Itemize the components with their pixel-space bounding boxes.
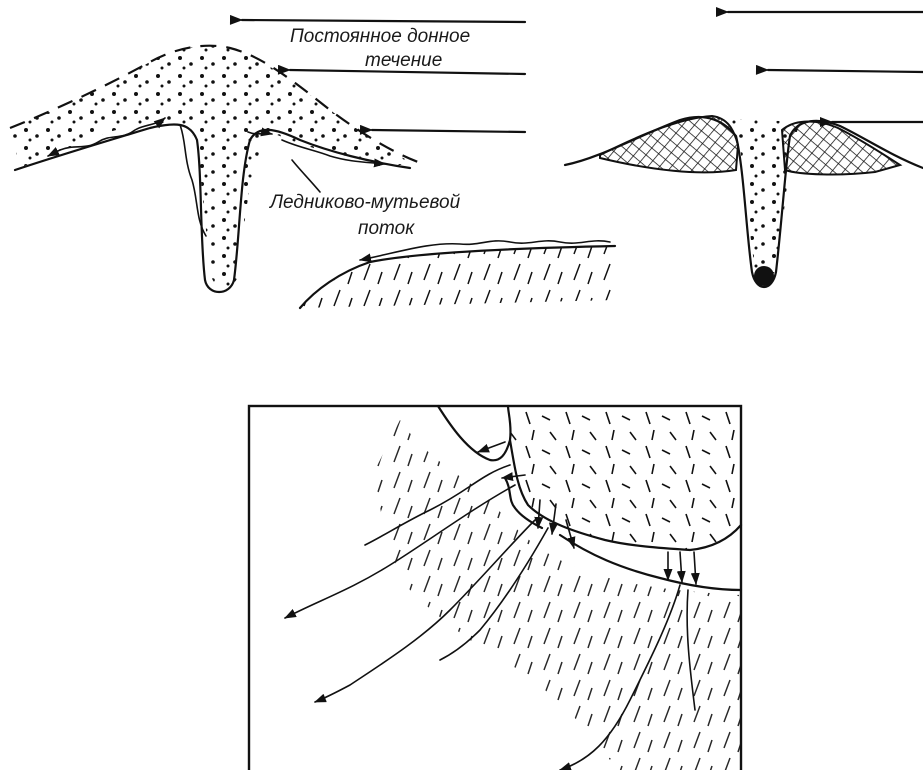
label-bottom-current-line1: Постоянное донное (290, 26, 470, 47)
label-turbidity-flow-line1: Ледниково-мутьевой (268, 192, 461, 213)
panel-plan-view (249, 406, 741, 770)
label-turbidity-flow-line2: поток (358, 218, 415, 239)
current-arrow (372, 130, 525, 132)
slope-block (300, 246, 615, 308)
current-arrow (242, 20, 525, 22)
panel-slope-block (300, 241, 615, 308)
label-bottom-current-line2: течение (365, 50, 442, 71)
panel-canyon-drifts (565, 12, 923, 287)
sediment-drape (10, 46, 410, 288)
panel-canyon-current: Постоянное донное течение Ледниково-муть… (10, 20, 525, 292)
leader-line (292, 160, 320, 192)
current-arrow (768, 70, 923, 72)
